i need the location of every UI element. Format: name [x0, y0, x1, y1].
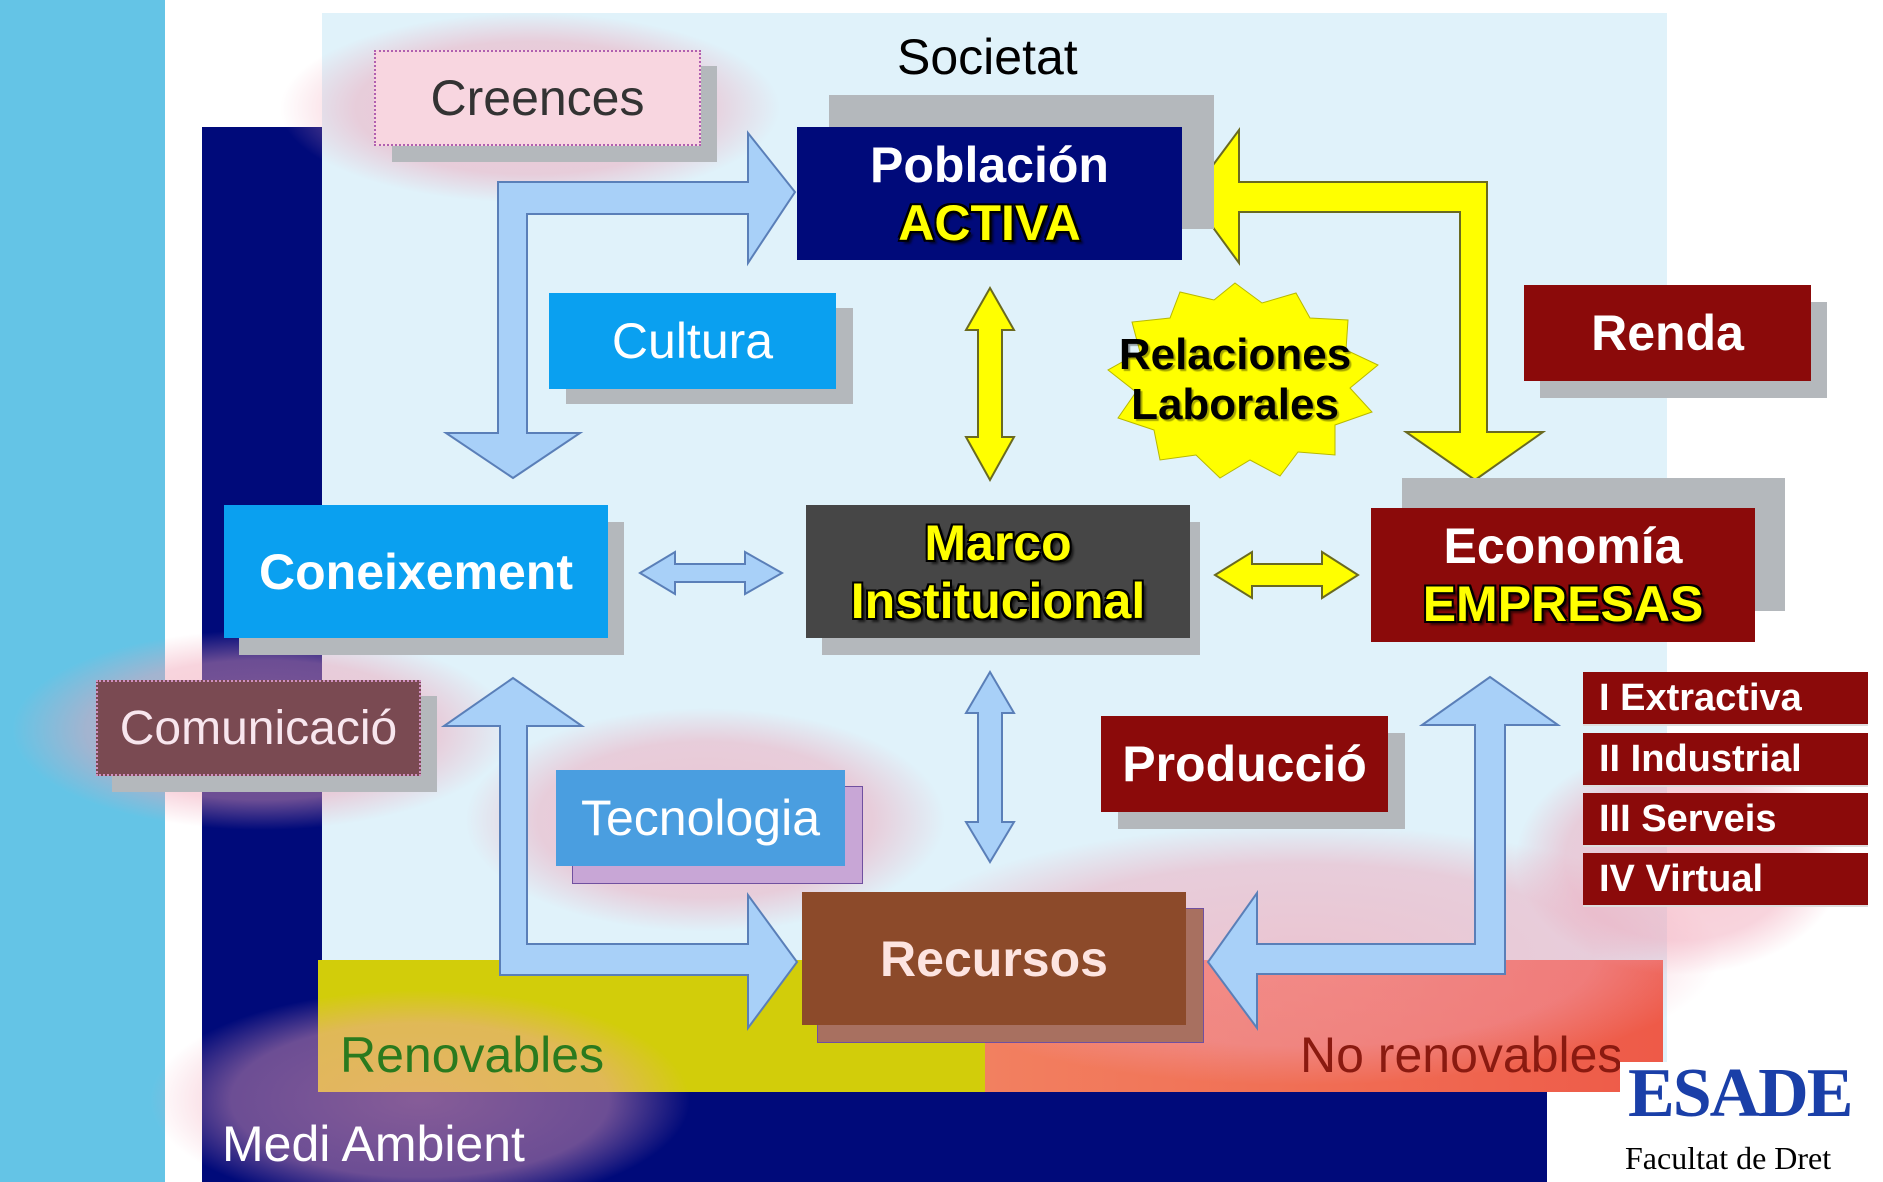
coneixement-marco-arrow [638, 550, 785, 596]
sector-item: IV Virtual [1583, 853, 1868, 907]
comunicacio-label: Comunicació [119, 701, 398, 755]
marco-recursos-arrow [964, 670, 1016, 864]
sector-item: II Industrial [1583, 733, 1868, 787]
medi-ambient-label: Medi Ambient [222, 1116, 525, 1172]
coneixement-box: Coneixement [224, 505, 608, 638]
relaciones-line1: Relaciones [1118, 330, 1352, 379]
coneixement-recursos-arrow [440, 676, 799, 1032]
relaciones-line2: Laborales [1131, 380, 1339, 429]
cultura-label: Cultura [611, 313, 774, 369]
sector-label: IV Virtual [1599, 857, 1764, 900]
marco-box: Marco Institucional [806, 505, 1190, 638]
societat-label: Societat [897, 29, 1078, 85]
coneixement-label: Coneixement [259, 543, 573, 600]
economia-recursos-arrow [1206, 675, 1562, 1032]
marco-label: Marco [924, 514, 1072, 571]
logo-subtitle: Facultat de Dret [1625, 1140, 1832, 1176]
poblacion-marco-arrow [964, 285, 1016, 483]
logo-brand: ESADE [1628, 1055, 1853, 1132]
sector-item: I Extractiva [1583, 672, 1868, 726]
produccio-box: Producció [1101, 716, 1388, 812]
sector-label: III Serveis [1599, 797, 1777, 840]
recursos-box: Recursos [802, 892, 1186, 1025]
produccio-label: Producció [1122, 736, 1367, 792]
activa-label: ACTIVA [898, 194, 1081, 251]
cultura-box: Cultura [549, 293, 836, 389]
left-band [0, 0, 165, 1182]
marco-economia-arrow [1213, 550, 1360, 600]
renovables-label: Renovables [340, 1027, 605, 1083]
esade-logo: ESADE Facultat de Dret [1620, 1055, 1883, 1182]
empresas-label: EMPRESAS [1422, 576, 1704, 632]
poblacion-box: Población ACTIVA [797, 127, 1182, 260]
institucional-label: Institucional [850, 572, 1146, 629]
no-renovables-label: No renovables [1300, 1027, 1623, 1083]
recursos-label: Recursos [880, 930, 1108, 987]
tecnologia-box: Tecnologia [556, 770, 845, 866]
creences-label: Creences [430, 70, 645, 126]
sector-label: I Extractiva [1599, 676, 1802, 719]
sector-item: III Serveis [1583, 793, 1868, 847]
poblacion-label: Población [870, 136, 1109, 193]
economia-label: Economía [1443, 518, 1683, 574]
relaciones-starburst [1107, 282, 1379, 479]
comunicacio-box: Comunicació [96, 680, 421, 776]
creences-box: Creences [374, 50, 701, 146]
relaciones-label: Relaciones Laborales [1100, 320, 1370, 440]
tecnologia-label: Tecnologia [580, 790, 821, 846]
renda-label: Renda [1591, 305, 1744, 361]
knowledge-to-poblacion-arrow [442, 130, 797, 480]
sector-label: II Industrial [1599, 737, 1802, 780]
economia-box: Economía EMPRESAS [1371, 508, 1755, 642]
renda-box: Renda [1524, 285, 1811, 381]
